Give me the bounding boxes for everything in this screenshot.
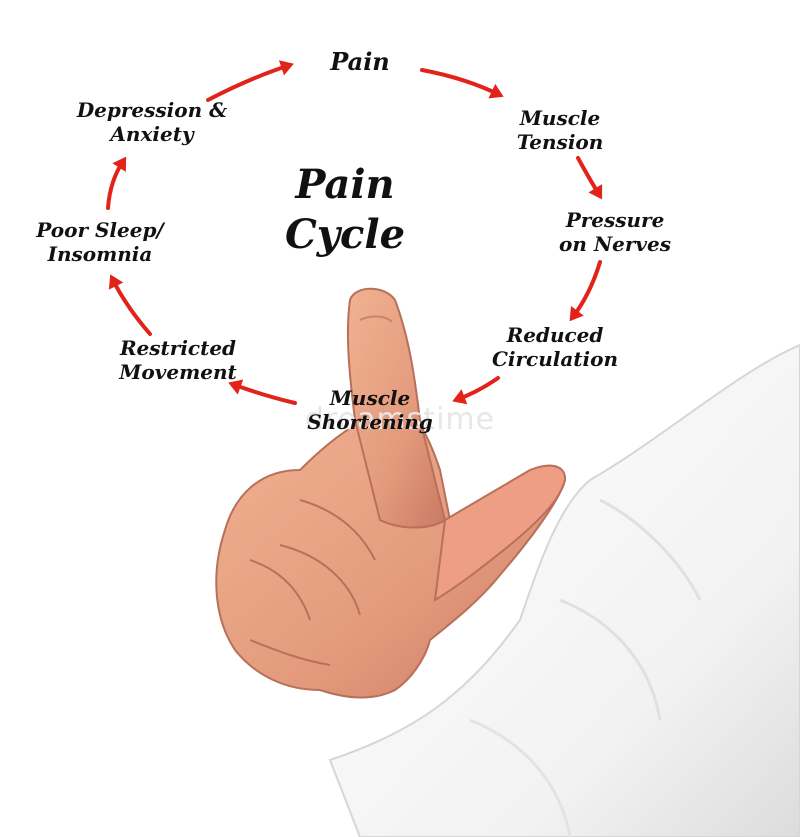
node-label: Circulation	[491, 347, 619, 371]
arrowhead	[488, 83, 504, 99]
node-pressure-on-nerves: Pressure on Nerves	[535, 208, 695, 256]
title-line-1: Pain	[295, 161, 395, 208]
node-depression-anxiety: Depression & Anxiety	[62, 98, 242, 146]
arrow-poor-sleep-to-depression	[106, 156, 127, 210]
node-muscle-tension: Muscle Tension	[490, 106, 630, 154]
node-reduced-circulation: Reduced Circulation	[470, 323, 640, 371]
arrow-muscle-shortening-to-restricted-movement	[228, 379, 297, 405]
arrow-restricted-movement-to-poor-sleep	[108, 274, 152, 336]
arrow-pain-to-muscle-tension	[420, 68, 504, 99]
node-label: Reduced	[506, 323, 604, 347]
node-label: Shortening	[307, 410, 433, 434]
arrowhead	[112, 156, 127, 172]
watermark: dreamstime	[304, 402, 496, 437]
node-label: Poor Sleep/	[36, 218, 164, 242]
node-label: Muscle	[329, 386, 411, 410]
arrowhead	[228, 379, 244, 395]
node-label: Restricted	[119, 336, 237, 360]
node-label: Muscle	[519, 106, 601, 130]
shirt-sleeve	[328, 343, 800, 837]
node-label: Pain	[330, 47, 390, 76]
arrowhead	[588, 184, 603, 200]
node-muscle-shortening: Muscle Shortening	[290, 386, 450, 434]
arrow-depression-to-pain	[206, 60, 294, 102]
node-label: Insomnia	[47, 242, 153, 266]
node-label: Depression &	[76, 98, 228, 122]
arrowhead	[108, 274, 124, 290]
node-pain: Pain	[300, 50, 420, 74]
node-poor-sleep: Poor Sleep/ Insomnia	[20, 218, 180, 266]
arrow-reduced-circulation-to-muscle-shortening	[452, 376, 500, 405]
node-label: Pressure	[565, 208, 665, 232]
node-label: on Nerves	[559, 232, 671, 256]
thumb	[433, 464, 567, 602]
node-label: Anxiety	[110, 122, 194, 146]
node-label: Movement	[119, 360, 237, 384]
node-label: Tension	[516, 130, 604, 154]
arrow-muscle-tension-to-pressure	[576, 156, 603, 200]
diagram-title: Pain Cycle	[255, 160, 435, 260]
title-line-2: Cycle	[284, 211, 406, 258]
arrowhead	[569, 306, 584, 322]
hand-fist	[215, 408, 567, 699]
arrow-pressure-to-reduced-circulation	[569, 260, 602, 322]
arrowhead	[452, 389, 468, 405]
node-restricted-movement: Restricted Movement	[98, 336, 258, 384]
arrowhead	[278, 60, 294, 76]
